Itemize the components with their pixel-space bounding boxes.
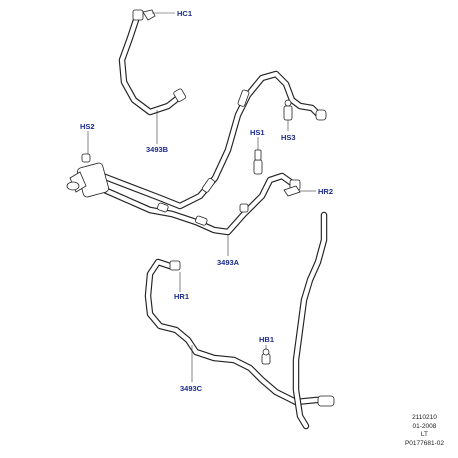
callout-hs1: HS1: [250, 128, 265, 137]
leader-lines: [87, 12, 316, 382]
callout-hr1: HR1: [174, 292, 189, 301]
callout-hr2: HR2: [318, 187, 333, 196]
hs1-sensor: [253, 149, 263, 175]
hose-3493c: [144, 258, 334, 406]
drawing-code: 2110210: [412, 414, 437, 421]
drawing-date: 01-2008: [412, 422, 437, 430]
hb1-bracket: [261, 348, 271, 365]
callout-hb1: HB1: [259, 335, 274, 344]
hose-3493a-lower: [96, 172, 301, 236]
hs3-sensor: [283, 99, 293, 121]
callout-3493a: 3493A: [217, 258, 240, 267]
hose-3493b: [118, 16, 186, 116]
hose-end-assembly: [66, 153, 109, 198]
drawing-side: LT: [420, 431, 429, 438]
hose-3493a-upper: [96, 70, 327, 210]
hr2-clip: [283, 185, 301, 197]
callout-hc1: HC1: [177, 9, 192, 18]
callout-3493c: 3493C: [180, 384, 203, 393]
drawing-reference: P0177681-02: [404, 439, 444, 447]
callout-3493b: 3493B: [146, 145, 169, 154]
drawing-reference-block: 2110210 01-2008 LT P0177681-02: [405, 414, 444, 448]
hose-right-return: [292, 211, 335, 430]
callout-hs2: HS2: [80, 122, 95, 131]
hc1-clip: [132, 9, 156, 21]
callout-hs3: HS3: [281, 133, 296, 142]
